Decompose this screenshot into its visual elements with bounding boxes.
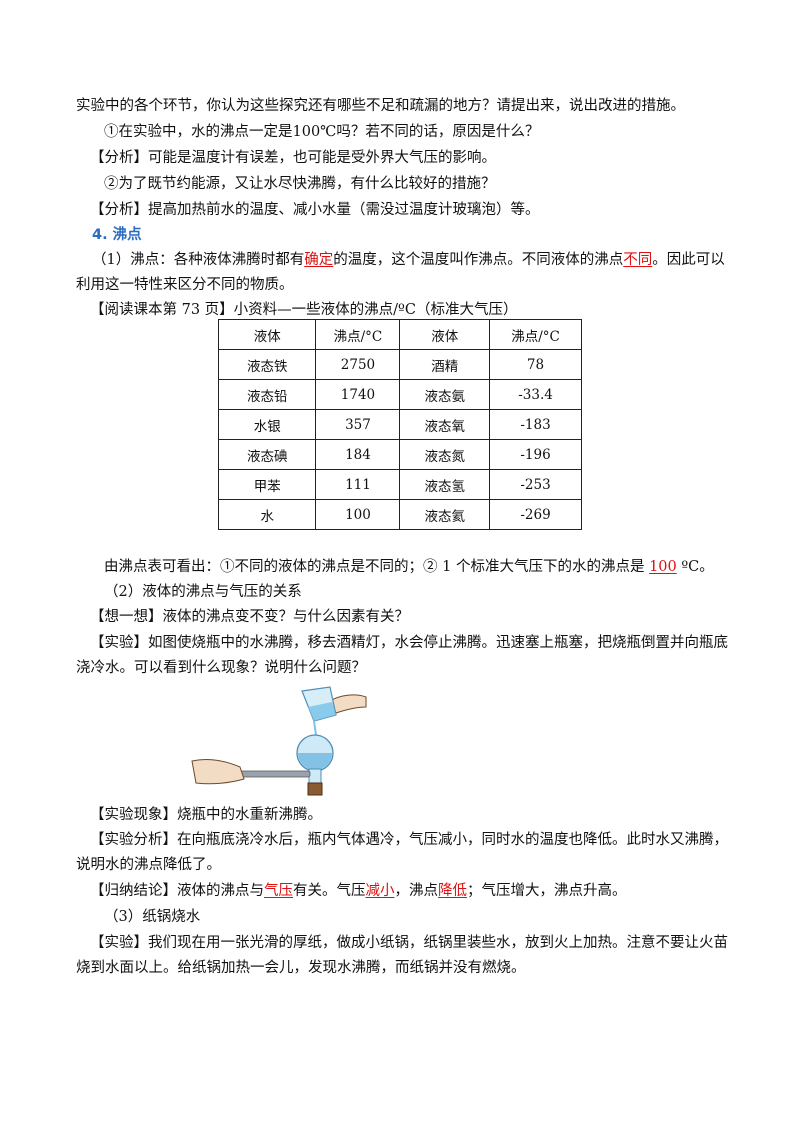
table-row: 液态铁 2750 酒精 78: [217, 349, 582, 380]
summary-text-d: ；气压增大，沸点升高。: [467, 883, 627, 899]
conclusion-text-b: ºC。: [676, 559, 714, 575]
table-cell: 液态氨: [399, 379, 491, 410]
table-cell: 184: [315, 439, 401, 470]
summary-text-a: 【归纳结论】液体的沸点与: [90, 883, 264, 899]
table-row: 甲苯 111 液态氢 -253: [217, 469, 582, 500]
beaker-water-icon: [308, 702, 336, 721]
table-cell: 甲苯: [217, 469, 317, 500]
phenomenon: 【实验现象】烧瓶中的水重新沸腾。: [90, 807, 322, 823]
subsection-2: （2）液体的沸点与气压的关系: [104, 584, 302, 600]
paper-pot-line-2: 烧到水面以上。给纸锅加热一会儿，发现水沸腾，而纸锅并没有燃烧。: [76, 960, 526, 976]
upper-hand-icon: [329, 694, 367, 714]
water-stream-icon: [313, 720, 317, 736]
summary-line: 【归纳结论】液体的沸点与气压有关。气压减小，沸点降低；气压增大，沸点升高。: [90, 881, 720, 901]
experiment-line-1: 【实验】如图使烧瓶中的水沸腾，移去酒精灯，水会停止沸腾。迅速塞上瓶塞，把烧瓶倒置…: [90, 635, 728, 651]
table-cell: 液态氦: [399, 499, 491, 530]
definition-line-2: 利用这一特性来区分不同的物质。: [76, 277, 294, 293]
lower-hand-icon: [191, 758, 245, 785]
answer-pressure: 气压: [264, 883, 293, 899]
table-cell: 酒精: [399, 349, 491, 380]
boiling-point-table: 液体 沸点/°C 液体 沸点/°C 液态铁 2750 酒精 78 液态铅 174…: [217, 319, 582, 530]
flask-water-icon: [298, 753, 332, 770]
table-cell: 1740: [315, 379, 401, 410]
table-cell: 液态铁: [217, 349, 317, 380]
definition-line: （1）沸点：各种液体沸腾时都有确定的温度，这个温度叫作沸点。不同液体的沸点不同。…: [92, 250, 725, 270]
answer-100: 100: [649, 559, 677, 575]
table-cell: -183: [489, 409, 582, 440]
table-cell: 液态氮: [399, 439, 491, 470]
table-cell: -253: [489, 469, 582, 500]
subsection-3: （3）纸锅烧水: [104, 909, 201, 925]
think-prompt: 【想一想】液体的沸点变不变？与什么因素有关？: [90, 609, 409, 625]
definition-text-b: 的温度，这个温度叫作沸点。不同液体的沸点: [333, 252, 624, 268]
header-cell: 液体: [217, 319, 317, 350]
table-conclusion: 由沸点表可看出：①不同的液体的沸点是不同的；② 1 个标准大气压下的水的沸点是 …: [104, 557, 720, 577]
analysis-line-1: 【实验分析】在向瓶底浇冷水后，瓶内气体遇冷，气压减小，同时水的温度也降低。此时水…: [90, 832, 728, 848]
question-2: ②为了既节约能源，又让水尽快沸腾，有什么比较好的措施？: [104, 176, 496, 192]
question-1: ①在实验中，水的沸点一定是100℃吗？若不同的话，原因是什么？: [104, 124, 540, 140]
analysis-1: 【分析】可能是温度计有误差，也可能是受外界大气压的影响。: [90, 150, 496, 166]
table-row: 水银 357 液态氧 -183: [217, 409, 582, 440]
answer-lower: 降低: [438, 883, 467, 899]
table-row: 液态碘 184 液态氮 -196: [217, 439, 582, 470]
analysis-line-2: 说明水的沸点降低了。: [76, 857, 221, 873]
table-row: 水 100 液态氦 -269: [217, 499, 582, 530]
table-cell: -269: [489, 499, 582, 530]
table-cell: 111: [315, 469, 401, 500]
stopper-icon: [307, 782, 323, 796]
header-cell: 沸点/°C: [489, 319, 582, 350]
reading-note: 【阅读课本第 73 页】小资料—一些液体的沸点/ºC（标准大气压）: [90, 302, 518, 318]
table-header-row: 液体 沸点/°C 液体 沸点/°C: [217, 319, 582, 350]
answer-different: 不同: [623, 252, 653, 268]
analysis-2: 【分析】提高加热前水的温度、减小水量（需没过温度计玻璃泡）等。: [90, 202, 540, 218]
table-cell: 液态氧: [399, 409, 491, 440]
section-title: 4. 沸点: [92, 227, 142, 243]
intro-line: 实验中的各个环节，你认为这些探究还有哪些不足和疏漏的地方？请提出来，说出改进的措…: [76, 98, 685, 114]
conclusion-text-a: 由沸点表可看出：①不同的液体的沸点是不同的；② 1 个标准大气压下的水的沸点是: [104, 559, 650, 575]
table-cell: 液态碘: [217, 439, 317, 470]
flask-experiment-illustration: [191, 686, 367, 796]
table-cell: 78: [489, 349, 582, 380]
table-cell: 2750: [315, 349, 401, 380]
table-cell: -196: [489, 439, 582, 470]
table-cell: 液态铅: [217, 379, 317, 410]
answer-fixed: 确定: [304, 252, 334, 268]
paper-pot-line-1: 【实验】我们现在用一张光滑的厚纸，做成小纸锅，纸锅里装些水，放到火上加热。注意不…: [90, 935, 728, 951]
summary-text-c: ，沸点: [394, 883, 439, 899]
table-cell: 液态氢: [399, 469, 491, 500]
table-cell: -33.4: [489, 379, 582, 410]
table-cell: 357: [315, 409, 401, 440]
definition-text-a: （1）沸点：各种液体沸腾时都有: [92, 252, 305, 268]
experiment-line-2: 浇冷水。可以看到什么现象？说明什么问题？: [76, 660, 366, 676]
definition-text-c: 。因此可以: [652, 252, 725, 268]
header-cell: 沸点/°C: [315, 319, 401, 350]
table-cell: 水银: [217, 409, 317, 440]
summary-text-b: 有关。气压: [293, 883, 366, 899]
table-cell: 水: [217, 499, 317, 530]
table-row: 液态铅 1740 液态氨 -33.4: [217, 379, 582, 410]
table-cell: 100: [315, 499, 401, 530]
flask-neck-icon: [308, 768, 322, 784]
answer-decrease: 减小: [365, 883, 395, 899]
header-cell: 液体: [399, 319, 491, 350]
